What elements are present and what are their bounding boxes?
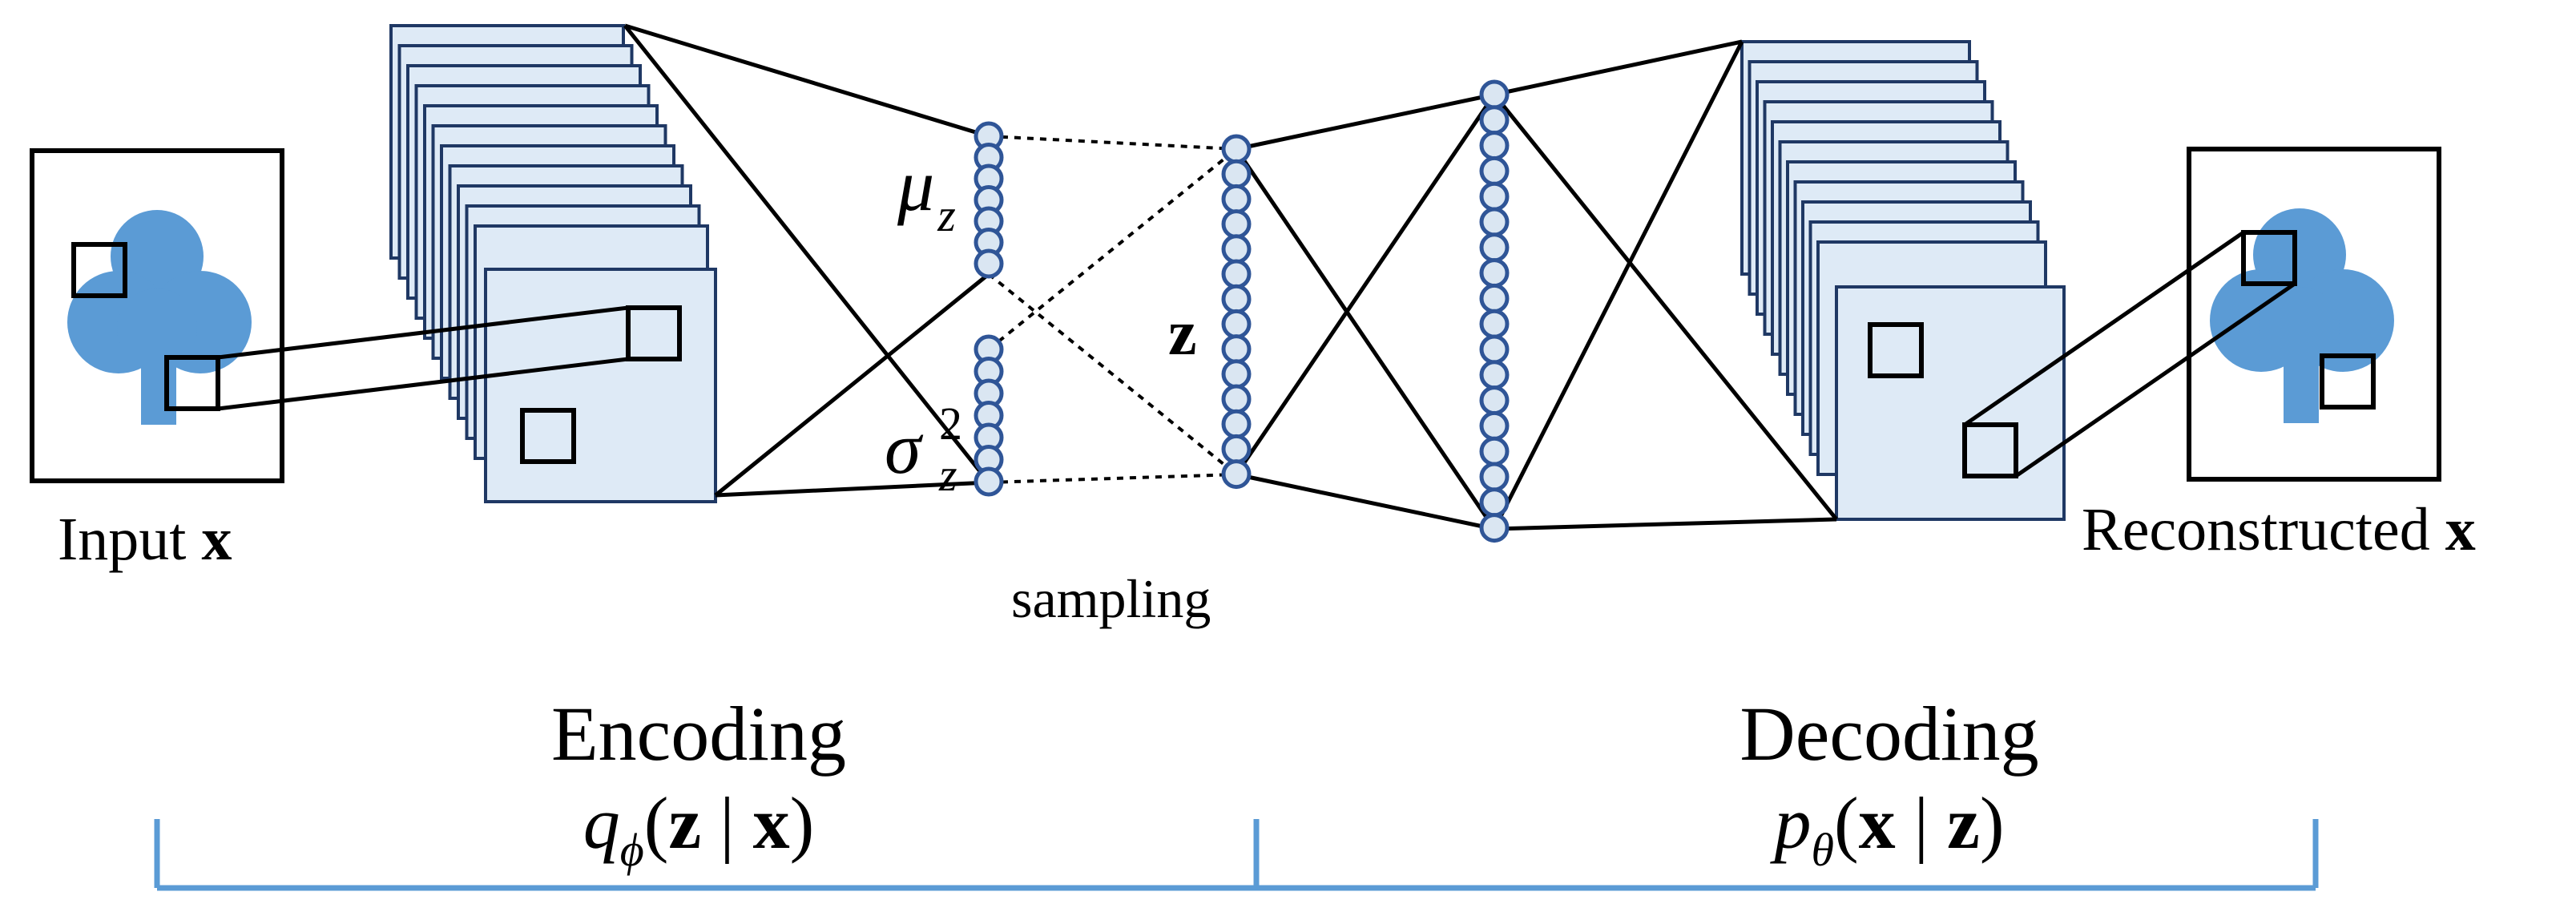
neuron-node bbox=[1221, 259, 1252, 289]
feature-to-output-connector bbox=[1963, 230, 2296, 478]
neuron-node bbox=[1221, 384, 1252, 414]
reconstructed-label: Reconstructed x bbox=[2082, 496, 2476, 563]
neuron-node bbox=[1479, 436, 1510, 466]
decoder-front-feature-map bbox=[1835, 285, 2066, 521]
mu-label: μz bbox=[897, 144, 956, 241]
sigma-superscript: 2 bbox=[939, 397, 962, 450]
mu-nodes bbox=[974, 121, 1004, 279]
neuron-node bbox=[1479, 258, 1510, 289]
sigma-label: σ bbox=[885, 407, 924, 489]
neuron-node bbox=[1221, 159, 1252, 189]
decoder-map-patch-upper bbox=[1868, 322, 1924, 378]
reconstructed-patch-lower bbox=[2320, 353, 2376, 410]
neuron-node bbox=[1479, 513, 1510, 543]
neuron-node bbox=[1479, 232, 1510, 263]
input-patch-receptive bbox=[164, 355, 220, 411]
neuron-node bbox=[1221, 434, 1252, 464]
encoder-feature-maps bbox=[389, 24, 717, 503]
neuron-node bbox=[1479, 207, 1510, 237]
neuron-node bbox=[1479, 155, 1510, 186]
neuron-node bbox=[1479, 360, 1510, 390]
neuron-node bbox=[1221, 309, 1252, 339]
neuron-node bbox=[1479, 283, 1510, 313]
neuron-node bbox=[1479, 79, 1510, 110]
input-image bbox=[30, 148, 284, 483]
neuron-node bbox=[1221, 284, 1252, 314]
decoder-feature-maps bbox=[1740, 40, 2066, 521]
neuron-node bbox=[1479, 410, 1510, 441]
input-patch-small bbox=[71, 242, 127, 298]
z-nodes bbox=[1221, 134, 1252, 490]
neuron-node bbox=[1479, 309, 1510, 339]
reconstructed-image bbox=[2187, 147, 2441, 482]
neuron-node bbox=[974, 248, 1004, 279]
z-label: z bbox=[1168, 298, 1197, 369]
encoding-title: Encoding bbox=[551, 691, 846, 777]
encoder-map-patch-lower bbox=[520, 408, 576, 464]
sampling-dotted-lines bbox=[987, 135, 1238, 484]
encoder-decoder-bracket bbox=[154, 819, 2319, 891]
input-clover-icon bbox=[67, 210, 252, 425]
encoder-fc-lines bbox=[623, 23, 990, 498]
neuron-node bbox=[1221, 209, 1252, 240]
decoder-hidden-nodes bbox=[1479, 79, 1510, 543]
latent-node-columns bbox=[974, 79, 1510, 543]
encoder-map-patch-upper bbox=[626, 305, 682, 361]
neuron-node bbox=[1221, 459, 1252, 490]
input-to-feature-connector bbox=[217, 305, 629, 411]
decoder-map-patch-lower bbox=[1962, 422, 2018, 478]
decoding-title: Decoding bbox=[1740, 691, 2038, 777]
neuron-node bbox=[1479, 385, 1510, 416]
neuron-node bbox=[1479, 487, 1510, 518]
neuron-node bbox=[1479, 131, 1510, 161]
neuron-node bbox=[1221, 234, 1252, 264]
neuron-node bbox=[1479, 181, 1510, 212]
decoding-formula: pθ(x | z) bbox=[1769, 782, 2004, 876]
reconstructed-patch-upper bbox=[2241, 230, 2297, 286]
neuron-node bbox=[1221, 334, 1252, 365]
encoder-front-feature-map bbox=[484, 268, 717, 503]
sigma-subscript: z bbox=[938, 449, 957, 501]
neuron-node bbox=[1221, 184, 1252, 214]
decoder-fc-lines bbox=[1234, 39, 1838, 531]
input-label: Input x bbox=[58, 506, 232, 573]
sampling-label: sampling bbox=[1011, 568, 1211, 629]
neuron-node bbox=[1221, 359, 1252, 389]
neuron-node bbox=[1479, 105, 1510, 135]
neuron-node bbox=[1221, 409, 1252, 439]
sigma-nodes bbox=[974, 334, 1004, 497]
neuron-node bbox=[1221, 134, 1252, 164]
neuron-node bbox=[1479, 462, 1510, 492]
neuron-node bbox=[1479, 334, 1510, 365]
neuron-node bbox=[974, 466, 1004, 497]
encoding-formula: qϕ(z | x) bbox=[583, 782, 815, 876]
